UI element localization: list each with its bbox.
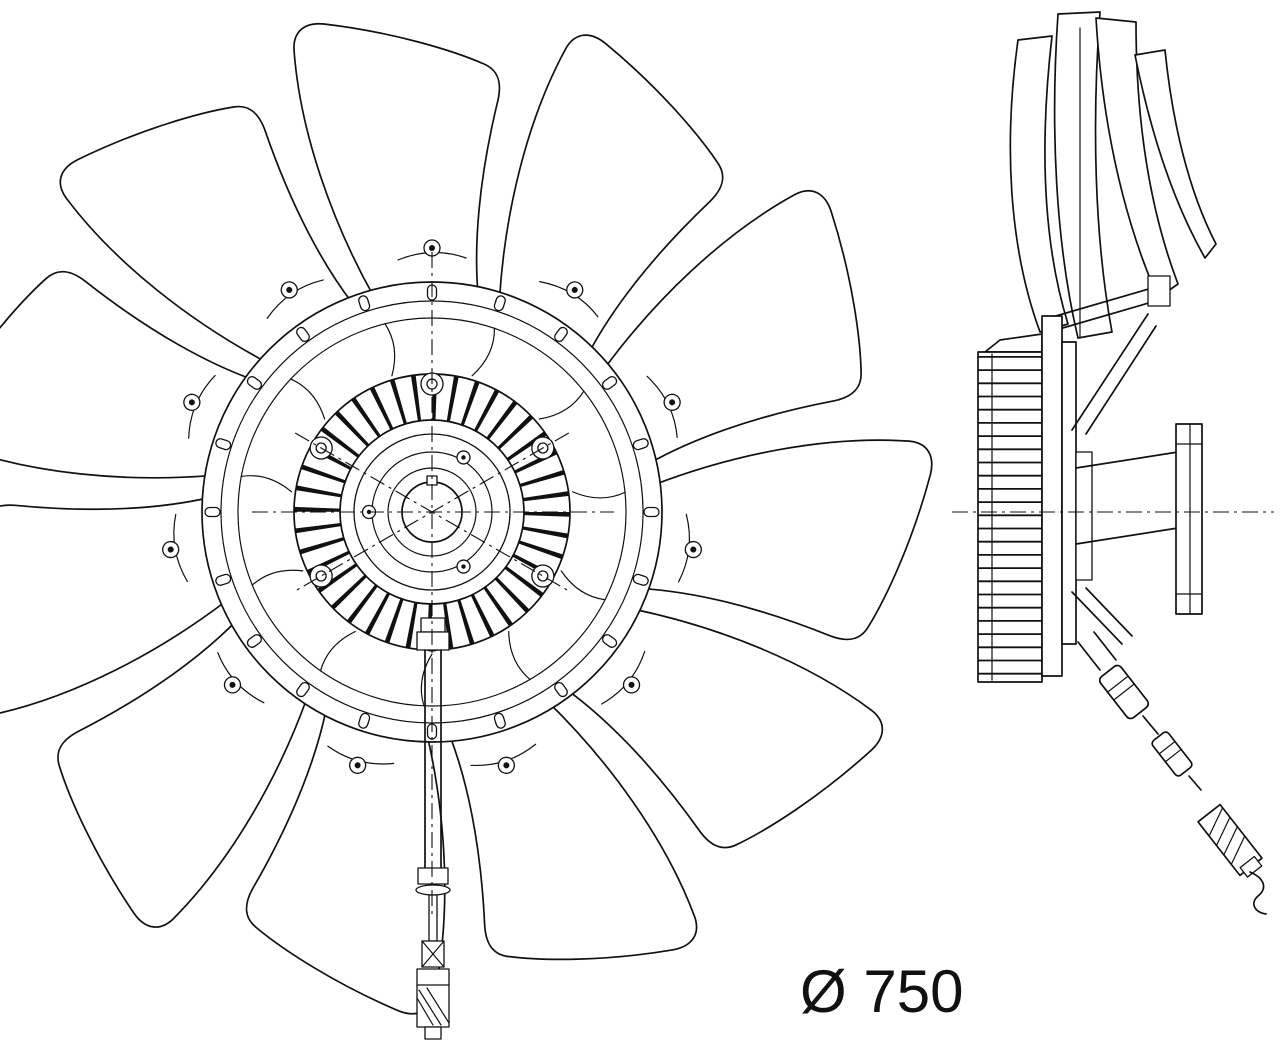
clutch-side-view — [952, 11, 1274, 915]
cable-tail — [1249, 871, 1267, 915]
bottom-connector — [416, 940, 450, 1040]
sensor-shaft — [415, 617, 451, 1040]
bearing-hub — [1075, 451, 1093, 581]
side-blade-profiles — [1009, 11, 1217, 339]
washer — [415, 884, 451, 896]
diameter-dimension-label: Ø 750 — [800, 958, 963, 1025]
clutch-ribbed-body — [977, 333, 1043, 683]
bearing-and-bracket — [1041, 313, 1203, 677]
cable-segment-2 — [1151, 731, 1193, 777]
fan-front-view — [0, 22, 936, 1040]
center-lines — [252, 252, 614, 915]
mount-bracket — [1175, 423, 1203, 615]
cable-plug — [1197, 803, 1263, 878]
cable-assembly — [1077, 631, 1267, 915]
cable-segment-1 — [1098, 664, 1150, 720]
